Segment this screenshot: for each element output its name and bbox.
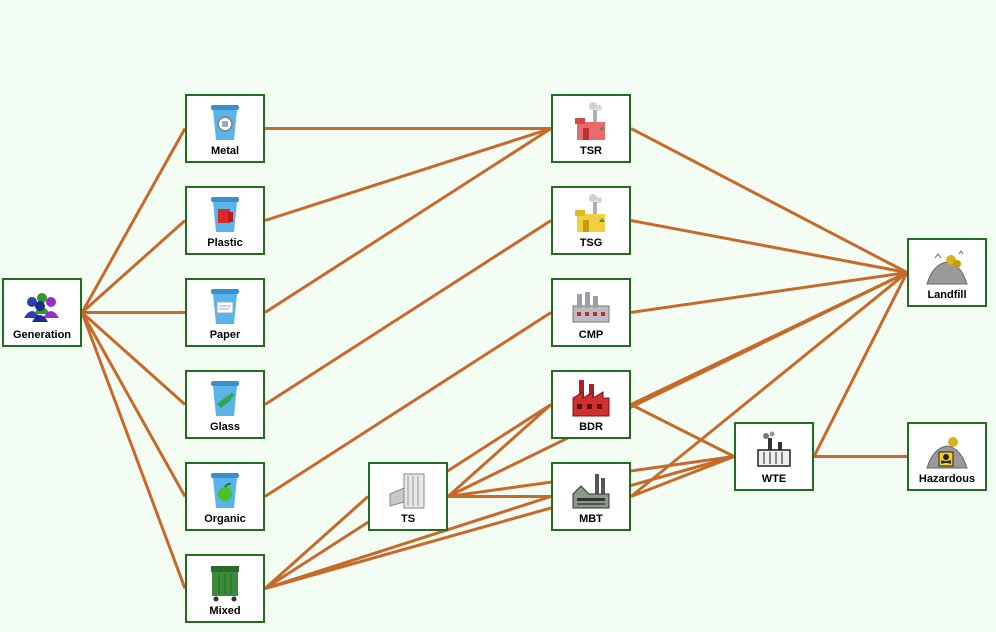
glass-bin-icon [211, 381, 239, 416]
edge-mixed-mbt [264, 495, 552, 590]
edge-generation-mixed [80, 311, 187, 590]
node-label: Landfill [927, 289, 967, 301]
node-label: BDR [579, 421, 603, 433]
node-paper[interactable]: Paper [185, 278, 265, 347]
edge-wte-landfill [812, 271, 909, 458]
edge-paper-tsr [264, 127, 552, 314]
node-bdr[interactable]: BDR [551, 370, 631, 439]
edge-glass-tsg [264, 219, 552, 406]
node-cmp[interactable]: CMP [551, 278, 631, 347]
node-generation[interactable]: Generation [2, 278, 82, 347]
node-organic[interactable]: Organic [185, 462, 265, 531]
edge-plastic-tsr [264, 127, 552, 222]
edge-mixed-ts [264, 495, 369, 590]
edge-generation-metal [80, 127, 187, 314]
edge-bdr-wte [630, 403, 735, 458]
node-plastic[interactable]: Plastic [185, 186, 265, 255]
node-label: Hazardous [918, 473, 976, 485]
node-label: CMP [578, 329, 604, 341]
node-tsr[interactable]: TSR [551, 94, 631, 163]
edge-generation-glass [81, 311, 186, 406]
mbt-plant-icon [572, 474, 610, 509]
node-landfill[interactable]: Landfill [907, 238, 987, 307]
node-label: Mixed [209, 605, 241, 617]
node-label: Metal [210, 145, 240, 157]
node-tsg[interactable]: TSG [551, 186, 631, 255]
node-label: Paper [209, 329, 241, 341]
yellow-factory-icon [575, 194, 605, 232]
node-mixed[interactable]: Mixed [185, 554, 265, 623]
edge-ts-bdr [447, 403, 552, 498]
paper-bin-icon [211, 289, 239, 324]
node-wte[interactable]: WTE [734, 422, 814, 491]
transfer-station-icon [389, 473, 425, 509]
node-label: Generation [12, 329, 72, 341]
node-metal[interactable]: Metal [185, 94, 265, 163]
node-label: TS [400, 513, 416, 525]
composting-plant-icon [572, 292, 610, 323]
edge-tsg-landfill [630, 219, 908, 274]
edge-generation-organic [80, 311, 187, 498]
node-label: WTE [761, 473, 787, 485]
red-factory-icon [575, 102, 605, 140]
node-label: MBT [579, 513, 603, 525]
node-label: Organic [204, 513, 246, 525]
organic-bin-icon [211, 473, 239, 508]
node-label: TSR [580, 145, 602, 157]
node-label: Glass [210, 421, 240, 433]
node-label: TSG [579, 237, 603, 249]
edge-organic-cmp [264, 311, 552, 498]
node-mbt[interactable]: MBT [551, 462, 631, 531]
incinerator-icon [757, 431, 791, 467]
node-ts[interactable]: TS [368, 462, 448, 531]
dumpster-icon [211, 566, 239, 602]
edge-tsr-landfill [630, 127, 908, 274]
people-icon [24, 293, 59, 322]
edge-bdr-landfill [630, 271, 908, 406]
metal-bin-icon [211, 105, 239, 140]
edge-mbt-landfill [630, 271, 908, 498]
edge-mbt-wte [630, 455, 735, 498]
landfill-icon [926, 250, 968, 285]
hazardous-landfill-icon [926, 437, 968, 469]
brick-factory-icon [572, 380, 610, 417]
node-glass[interactable]: Glass [185, 370, 265, 439]
edge-generation-plastic [81, 219, 186, 314]
node-hazardous[interactable]: Hazardous [907, 422, 987, 491]
plastic-bin-icon [211, 197, 239, 232]
edge-cmp-landfill [630, 271, 908, 314]
node-label: Plastic [207, 237, 243, 249]
edge-mixed-wte [264, 455, 735, 590]
